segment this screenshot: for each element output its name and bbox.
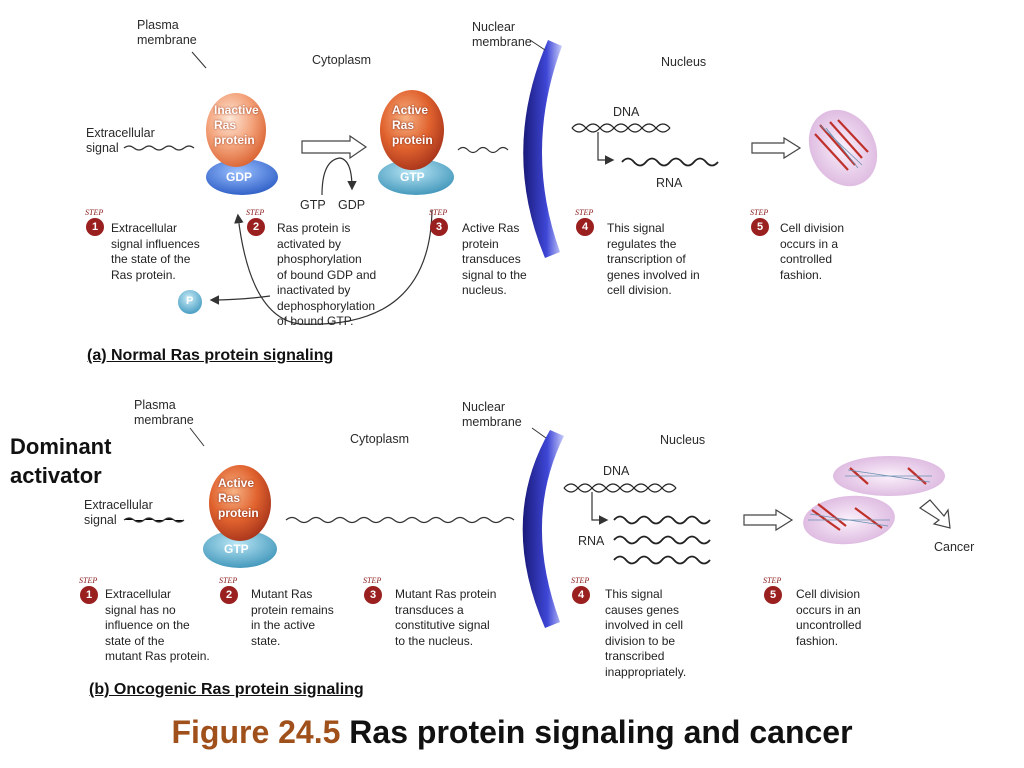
dna-label: DNA — [603, 464, 630, 478]
active-ras-protein — [209, 465, 271, 541]
phosphate-circle — [178, 290, 202, 314]
dividing-cell-top — [833, 456, 945, 496]
constitutive-signal-wave — [285, 516, 515, 524]
gtp-label: GTP — [400, 170, 425, 184]
extracellular-signal-wave — [123, 145, 195, 151]
nuclear-membrane-pointer — [531, 427, 547, 439]
plasma-membrane-pointer — [189, 427, 205, 447]
cytoplasm-label: Cytoplasm — [350, 432, 410, 446]
panel-b-caption: (b) Oncogenic Ras protein signaling — [89, 681, 364, 698]
panel-a-caption: (a) Normal Ras protein signaling — [87, 347, 334, 364]
dividing-cell-controlled — [808, 109, 878, 187]
rna-strand — [621, 157, 719, 167]
step-text: This signal causes genes involved in cel… — [605, 587, 687, 679]
figure-title-text: Ras protein signaling and cancer — [349, 714, 853, 750]
step-number: 4 — [572, 586, 590, 604]
step-number: 4 — [576, 218, 594, 236]
step-text: Mutant Ras protein transduces a constitu… — [395, 587, 497, 648]
plasma-membrane-label: Plasma membrane — [134, 398, 194, 427]
step-text: Cell division occurs in a controlled fas… — [780, 221, 845, 282]
activation-arrow — [301, 134, 368, 160]
figure-number: Figure 24.5 — [171, 714, 341, 750]
phosphate-out-arrow — [209, 295, 271, 305]
transcription-arrow — [597, 132, 615, 165]
transcription-arrow — [591, 492, 609, 525]
nuclear-membrane-label: Nuclear membrane — [462, 400, 522, 429]
step-number: 2 — [220, 586, 238, 604]
cytoplasm-label: Cytoplasm — [312, 53, 372, 67]
nuclear-membrane-pointer — [529, 39, 546, 51]
active-ras-label: Active Ras protein — [392, 103, 433, 147]
step-number: 3 — [430, 218, 448, 236]
step-text: Active Ras protein transduces signal to … — [462, 221, 527, 297]
to-cell-division-arrow — [751, 136, 802, 160]
active-ras-label: Active Ras protein — [218, 476, 259, 520]
inactive-ras-label: Inactive Ras protein — [214, 103, 259, 147]
step-text: Ras protein is activated by phosphorylat… — [277, 221, 377, 328]
step-number: 3 — [364, 586, 382, 604]
step-number: 5 — [751, 218, 769, 236]
step-text: Cell division occurs in an uncontrolled … — [796, 587, 862, 648]
arrow-gdp-label: GDP — [338, 198, 366, 212]
phosphate-label: P — [186, 295, 194, 307]
dominant-activator-title: Dominant activator — [10, 434, 112, 488]
step-text: Extracellular signal has no influence on… — [105, 587, 210, 663]
step-number: 2 — [247, 218, 265, 236]
nucleus-label: Nucleus — [661, 55, 707, 69]
plasma-membrane-pointer — [191, 51, 207, 69]
step-number: 1 — [86, 218, 104, 236]
gtp-label: GTP — [224, 542, 249, 556]
phosphate-release-arrow — [234, 209, 433, 325]
arrow-gtp-label: GTP — [300, 198, 326, 212]
nucleus-label: Nucleus — [660, 433, 706, 447]
gtp-base — [203, 530, 277, 568]
gtp-base — [378, 159, 454, 195]
rna-label: RNA — [578, 534, 605, 548]
dna-helix — [571, 123, 671, 133]
dna-helix — [563, 483, 677, 493]
nuclear-membrane — [523, 40, 562, 258]
rna-strands — [613, 515, 711, 565]
plasma-membrane-label: Plasma membrane — [137, 18, 197, 47]
dividing-cell-bottom — [803, 495, 895, 545]
step-number: 1 — [80, 586, 98, 604]
gdp-label: GDP — [226, 170, 253, 184]
cancer-label: Cancer — [934, 540, 975, 554]
extracellular-signal-label: Extracellular signal — [84, 498, 153, 527]
nuclear-membrane — [522, 430, 564, 628]
rna-label: RNA — [656, 176, 683, 190]
active-ras-protein — [380, 90, 444, 170]
dna-label: DNA — [613, 105, 640, 119]
signal-wave-to-nucleus — [457, 146, 509, 154]
step-number: 5 — [764, 586, 782, 604]
gtp-gdp-exchange-arrow — [321, 157, 357, 196]
inactive-ras-protein — [206, 93, 266, 167]
step-text: This signal regulates the transcription … — [607, 221, 700, 297]
step-text: Extracellular signal influences the stat… — [111, 221, 200, 282]
to-cancer-arrow — [918, 499, 951, 529]
panel-normal-signaling — [78, 12, 890, 372]
gdp-base — [206, 159, 278, 195]
figure-title: Figure 24.5 Ras protein signaling and ca… — [0, 714, 1024, 751]
step-text: Mutant Ras protein remains in the active… — [251, 587, 334, 648]
nuclear-membrane-label: Nuclear membrane — [472, 20, 532, 49]
extracellular-signal-label: Extracellular signal — [86, 126, 155, 155]
to-cell-division-arrow — [743, 508, 794, 532]
